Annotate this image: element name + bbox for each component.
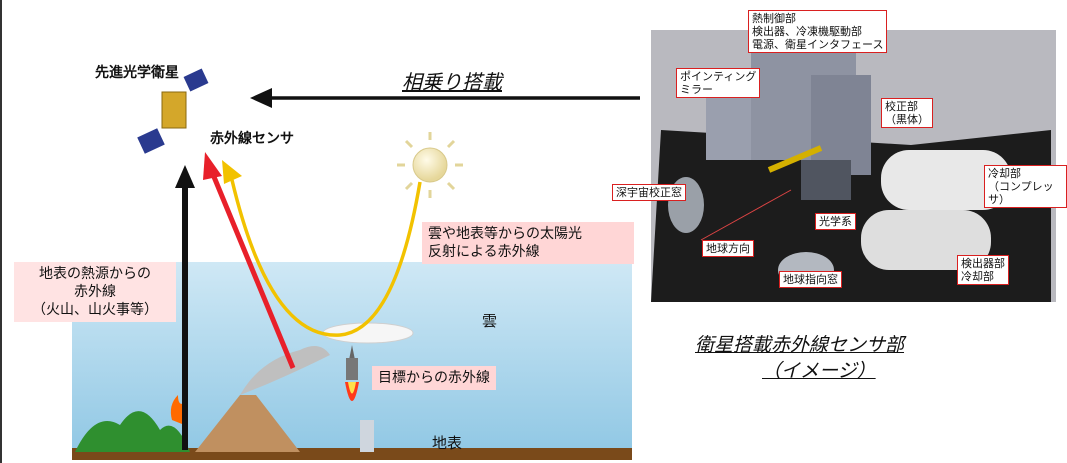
satellite — [137, 68, 209, 154]
callout-calibration: 校正部 （黒体） — [881, 98, 933, 128]
caption-line1: 衛星搭載赤外線センサ部 — [695, 334, 905, 356]
caption-line2: （イメージ） — [762, 360, 876, 382]
callout-optics: 光学系 — [815, 213, 856, 230]
callout-cooling: 冷却部 （コンプレッサ） — [984, 165, 1067, 208]
callout-pointing: ポインティング ミラー — [676, 68, 761, 98]
yellow-ir-arrow — [230, 179, 422, 337]
callout-detector: 検出器部 冷却部 — [957, 255, 1009, 285]
missile — [345, 345, 359, 401]
heat-ir-label: 地表の熱源からの 赤外線 （火山、山火事等） — [14, 262, 176, 322]
sun — [397, 132, 463, 198]
callout-earth-direction: 地球方向 — [702, 240, 754, 257]
callout-earth-window: 地球指向窓 — [779, 271, 842, 288]
target-ir-label: 目標からの赤外線 — [372, 366, 496, 390]
left-scene — [72, 68, 640, 460]
left-border — [0, 0, 2, 463]
forest — [75, 411, 190, 452]
satellite-label: 先進光学衛星 — [95, 65, 179, 81]
red-ir-arrow — [209, 171, 296, 369]
cloud-label: 雲 — [482, 312, 498, 330]
callout-deep-space: 深宇宙校正窓 — [612, 184, 686, 201]
piggyback-label: 相乗り搭載 — [402, 70, 502, 94]
cloud — [322, 322, 414, 344]
solar-ir-label: 雲や地表等からの太陽光 反射による赤外線 — [422, 222, 634, 264]
ground-label: 地表 — [432, 434, 463, 452]
sensor-label: 赤外線センサ — [210, 131, 294, 147]
callout-thermal: 熱制御部 検出器、冷凍機駆動部 電源、衛星インタフェース — [748, 10, 888, 53]
volcano — [195, 395, 300, 452]
